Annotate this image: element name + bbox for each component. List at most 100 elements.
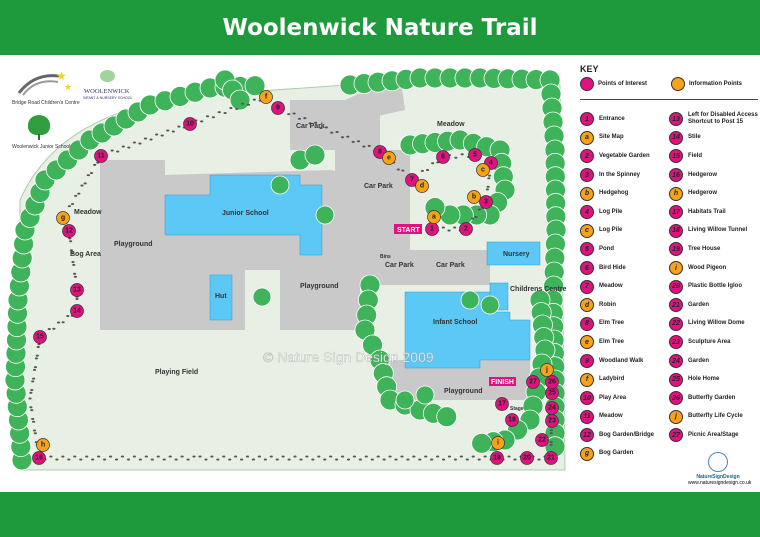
marker-label: 26 xyxy=(548,379,556,386)
footprint xyxy=(138,142,142,145)
label-bins: Bins xyxy=(380,254,391,260)
poi-marker-icon: 19 xyxy=(669,242,683,257)
marker-27: 27 xyxy=(526,375,540,389)
footprint xyxy=(324,126,328,129)
tree xyxy=(304,144,326,166)
marker-label: 9 xyxy=(276,105,280,112)
footprint xyxy=(471,455,475,458)
key-item-label: Living Willow Dome xyxy=(688,320,745,327)
marker-label: 12 xyxy=(65,228,73,235)
poi-marker-icon: 4 xyxy=(580,205,594,220)
footprint xyxy=(216,458,220,461)
marker-label: 6 xyxy=(441,154,445,161)
footprint xyxy=(251,458,256,461)
marker-13: 13 xyxy=(70,283,84,297)
marker-h: h xyxy=(36,438,50,452)
footprint xyxy=(132,455,137,458)
footprint xyxy=(211,116,215,119)
label-car-park: Car Park xyxy=(385,262,414,269)
label-playground: Playground xyxy=(444,388,483,395)
footprint xyxy=(222,455,226,458)
info-marker-icon: i xyxy=(669,261,683,276)
poi-marker-icon: 11 xyxy=(580,409,594,424)
bridge-road-name: Bridge Road Children's Centre xyxy=(12,100,80,106)
key-item-label: Picnic Area/Stage xyxy=(688,431,739,438)
marker-15: 15 xyxy=(33,330,47,344)
footprint xyxy=(487,177,491,180)
footprint xyxy=(121,145,125,148)
marker-e: e xyxy=(382,151,396,165)
key-item-label: Meadow xyxy=(599,283,623,290)
footprint xyxy=(91,458,95,461)
marker-label: 27 xyxy=(529,379,537,386)
marker-26: 26 xyxy=(545,375,559,389)
footprint xyxy=(229,106,233,109)
marker-24: 24 xyxy=(545,401,559,415)
footprint xyxy=(311,458,315,461)
info-marker-icon: c xyxy=(580,223,594,238)
footprint xyxy=(36,345,40,348)
key-item-label: Woodland Walk xyxy=(599,357,644,364)
footprint xyxy=(102,458,107,461)
key-item-label: Bog Garden xyxy=(599,450,634,457)
footprint xyxy=(150,458,154,461)
poi-marker-icon: 16 xyxy=(669,168,683,183)
label-infant-school: Infant School xyxy=(433,319,477,326)
footprint xyxy=(351,140,355,143)
key-title: KEY xyxy=(580,64,599,74)
key-item-label: Site Map xyxy=(599,134,624,141)
key-item-label: Log Pile xyxy=(599,227,623,234)
tree xyxy=(460,290,480,310)
footprint xyxy=(549,429,553,432)
footprint xyxy=(138,458,142,461)
footprint xyxy=(29,406,33,409)
finish-label: FINISH xyxy=(491,379,514,386)
svg-text:★: ★ xyxy=(56,69,67,83)
key-item-label: Vegetable Garden xyxy=(599,152,650,159)
footprint xyxy=(340,455,345,458)
footprint xyxy=(430,458,434,461)
marker-16: 16 xyxy=(32,451,46,465)
marker-c: c xyxy=(476,163,490,177)
marker-label: 4 xyxy=(489,160,493,167)
footprint xyxy=(180,455,184,458)
footprint xyxy=(263,458,267,461)
footprint xyxy=(364,455,368,458)
footprint xyxy=(483,455,487,458)
footprint xyxy=(431,162,435,165)
poi-marker-icon: 9 xyxy=(580,354,594,369)
marker-label: g xyxy=(61,215,65,222)
footprint xyxy=(400,455,404,458)
footprint xyxy=(376,455,380,458)
footprint xyxy=(382,458,386,461)
tree-trunk xyxy=(38,134,40,140)
poi-marker-icon: 17 xyxy=(669,205,683,220)
marker-d: d xyxy=(415,179,429,193)
key-item-9: 9 Woodland Walk xyxy=(580,352,669,371)
footprint xyxy=(198,455,202,458)
marker-14: 14 xyxy=(70,304,84,318)
label-playing-field: Playing Field xyxy=(155,369,198,376)
footprint xyxy=(317,455,321,458)
footprint xyxy=(61,321,65,324)
map-ground xyxy=(19,75,566,471)
marker-label: 25 xyxy=(548,390,556,397)
label-stage: Stage xyxy=(510,406,524,412)
poi-marker-icon: 20 xyxy=(669,279,683,294)
poi-marker-icon: 27 xyxy=(669,428,683,443)
marker-label: 24 xyxy=(548,405,556,412)
label-junior-school: Junior School xyxy=(222,210,269,217)
footprint xyxy=(177,125,181,128)
tree xyxy=(315,205,335,225)
label-car-park: Car Park xyxy=(436,262,465,269)
marker-label: j xyxy=(545,367,548,374)
info-marker-icon: g xyxy=(580,446,594,461)
